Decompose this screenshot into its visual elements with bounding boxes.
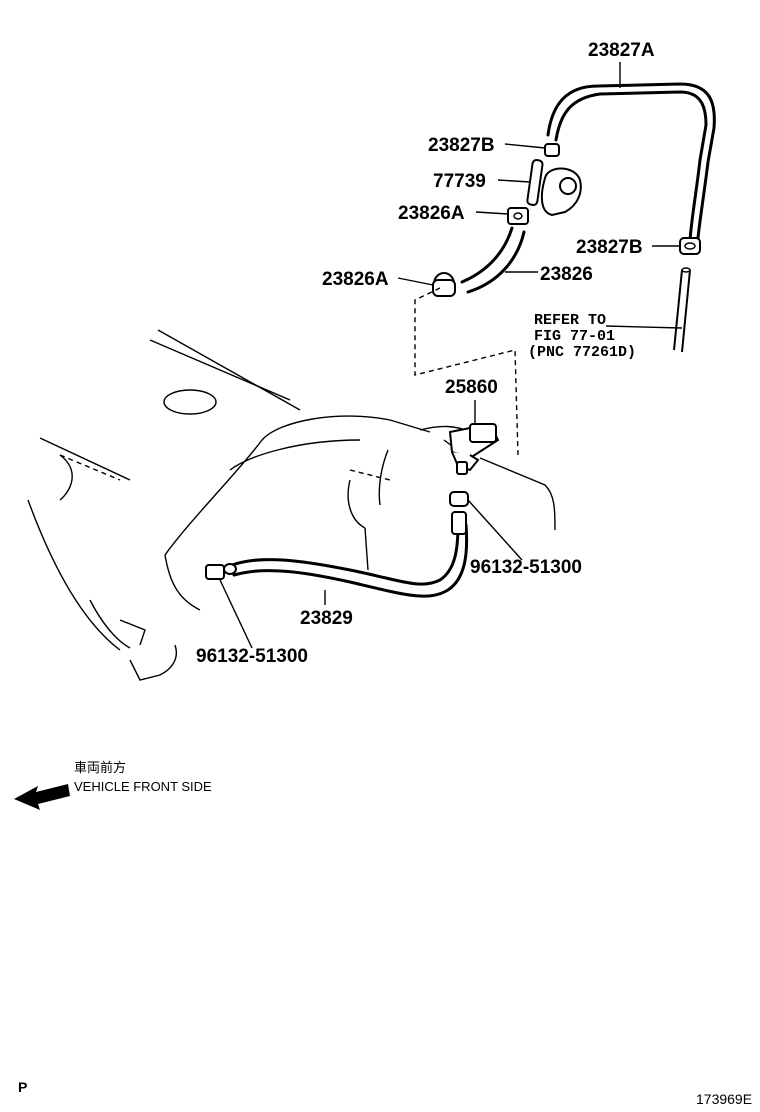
corner-mark-left: P [18,1079,27,1095]
label-23827b-upper: 23827B [428,135,495,156]
reference-line-2: FIG 77-01 [534,328,615,345]
pipe-end-center [451,511,467,535]
label-77739: 77739 [433,171,486,192]
pipe-lower-right [673,267,691,353]
label-23827b-right: 23827B [576,237,643,258]
vehicle-body-outline [27,329,556,681]
front-direction-arrow-icon [14,784,70,810]
clamp-23827b-upper [544,143,560,157]
label-23829: 23829 [300,608,353,629]
clamp-23827b-right [679,237,701,255]
label-23826a-lower: 23826A [322,269,389,290]
clamp-96132-upper [449,491,469,507]
hose-23829 [230,523,469,598]
valve-77739 [526,159,582,217]
hose-23826 [460,226,526,294]
clamp-96132-lower [205,563,237,580]
label-96132-51300-right: 96132-51300 [470,557,582,578]
label-25860: 25860 [445,377,498,398]
reference-line-3: (PNC 77261D) [528,344,636,361]
hose-23827a [546,82,716,242]
label-23826a-upper: 23826A [398,203,465,224]
reference-line-1: REFER TO [534,312,606,329]
dashed-boundary [414,287,519,456]
vsv-25860 [443,422,500,475]
clamp-23826a-upper [507,207,529,225]
clamp-23826a-lower [432,272,456,297]
diagram-id: 173969E [696,1091,752,1107]
direction-label-en: VEHICLE FRONT SIDE [74,779,212,794]
label-96132-51300-left: 96132-51300 [196,646,308,667]
label-23826: 23826 [540,264,593,285]
leader-lines [219,62,683,649]
label-23827a: 23827A [588,40,655,61]
direction-label-jp: 車両前方 [74,760,126,775]
